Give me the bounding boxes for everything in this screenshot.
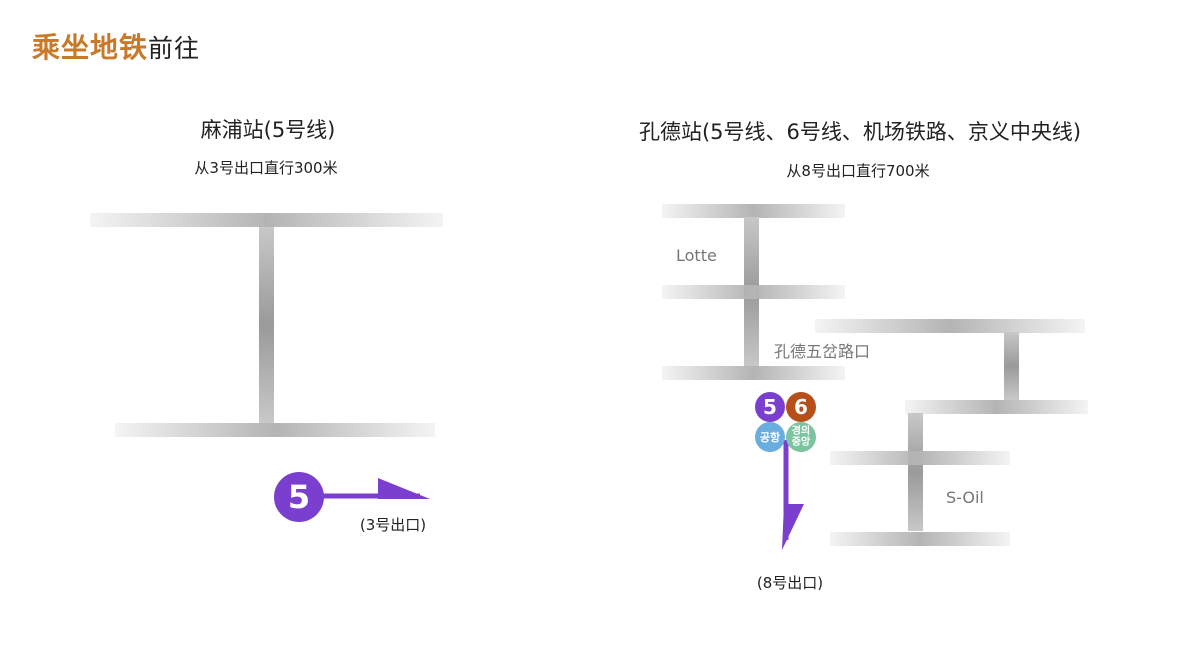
- road: [905, 400, 1088, 414]
- page-title: 乘坐地铁前往: [32, 31, 201, 64]
- exit-8-arrow: [782, 440, 804, 550]
- exit-3-arrow: [310, 478, 430, 499]
- line-6-badge: 6: [786, 392, 816, 422]
- road: [90, 213, 443, 227]
- airport-line-badge: 공항: [755, 422, 785, 452]
- intersection-label: 孔德五岔路口: [774, 342, 871, 361]
- gongdeok-directions: 从8号出口直行700米: [786, 162, 930, 180]
- road: [662, 204, 845, 218]
- soil-label: S-Oil: [946, 488, 984, 507]
- road: [908, 413, 923, 531]
- road: [815, 319, 1085, 333]
- road: [830, 532, 1010, 546]
- lotte-label: Lotte: [676, 246, 717, 265]
- road: [662, 366, 845, 380]
- exit-3-label: (3号出口): [359, 516, 427, 534]
- road: [115, 423, 435, 437]
- road: [830, 451, 1010, 465]
- road: [259, 227, 274, 423]
- line-5-badge: 5: [755, 392, 785, 422]
- line-5-badge: 5: [274, 472, 324, 522]
- gongdeok-station-title: 孔德站(5号线、6号线、机场铁路、京义中央线): [638, 120, 1082, 144]
- mapo-directions: 从3号出口直行300米: [194, 159, 338, 177]
- road: [662, 285, 845, 299]
- road: [1004, 332, 1019, 400]
- exit-8-label: (8号出口): [756, 574, 824, 592]
- mapo-station-title: 麻浦站(5号线): [200, 118, 336, 142]
